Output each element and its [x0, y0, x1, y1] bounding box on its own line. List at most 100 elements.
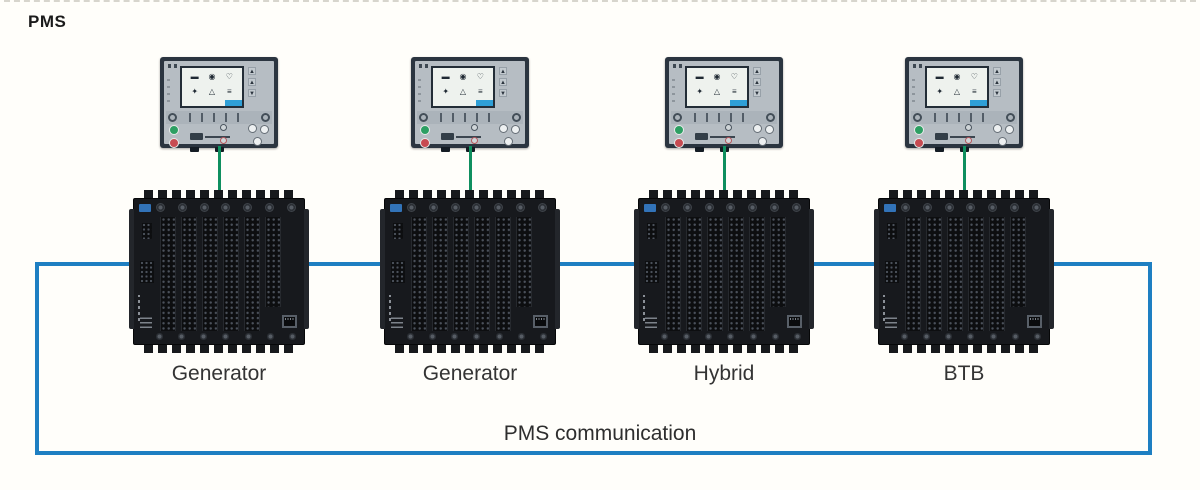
engine-icon: ▬: [441, 72, 450, 82]
io-module-slot: [181, 217, 197, 331]
io-module-slot: [968, 217, 984, 331]
display-link-cable: [217, 146, 221, 190]
mini-button-gray: [725, 124, 732, 131]
display-faceplate: ▬ ◉ ♡ ✦ △ ≡ ▲ ▲ ▼: [669, 61, 779, 148]
diagram-title: PMS: [28, 12, 67, 31]
alarm-icon: △: [953, 86, 961, 96]
terminal-teeth-top: [649, 190, 799, 198]
screw-terminal-row-top: [901, 203, 1041, 212]
screw-terminal-row-bottom: [661, 333, 801, 340]
mode-button-1: [248, 124, 257, 133]
generator-icon: ◉: [953, 72, 961, 82]
mode-button-3: [758, 137, 767, 146]
screen-selection-highlight: [476, 100, 493, 106]
io-module-slot: [926, 217, 942, 331]
status-led-icons: [673, 64, 685, 68]
pin-connector-block: [885, 261, 899, 283]
terminal-teeth-top: [144, 190, 294, 198]
display-screen: ▬ ◉ ♡ ✦ △ ≡: [180, 66, 244, 108]
screw-terminal-row-bottom: [407, 333, 547, 340]
menu-icon: ≡: [477, 86, 483, 96]
pin-connector-block: [645, 261, 659, 283]
pin-connector-block: [647, 223, 657, 239]
up-arrow-icon: ▲: [499, 78, 507, 86]
deif-badge: [644, 204, 656, 212]
down-arrow-icon: ▼: [993, 89, 1001, 97]
menu-icon: ≡: [971, 86, 977, 96]
stop-button: [420, 138, 430, 148]
mini-button-gray: [471, 124, 478, 131]
status-led-icons: [419, 64, 431, 68]
brand-logo: [935, 133, 948, 140]
screw-terminal-row-bottom: [156, 333, 296, 340]
screen-icon-grid: ▬ ◉ ♡ ✦ △ ≡: [437, 70, 489, 99]
io-module-slot: [707, 217, 723, 331]
screen-icon-grid: ▬ ◉ ♡ ✦ △ ≡: [186, 70, 238, 99]
rear-connector: [190, 147, 199, 152]
menu-icon: ≡: [731, 86, 737, 96]
lamp-icon: ♡: [476, 72, 484, 82]
unit-hybrid: ▬ ◉ ♡ ✦ △ ≡ ▲ ▲ ▼: [634, 57, 814, 386]
ethernet-port: [282, 315, 297, 328]
terminal-teeth-bottom: [395, 345, 545, 353]
io-module-slot: [265, 217, 281, 307]
function-keys: [929, 113, 989, 122]
mode-button-2: [1005, 125, 1014, 134]
rear-connector: [935, 147, 944, 152]
menu-ring-button: [168, 113, 177, 122]
io-module-slot: [453, 217, 469, 331]
busbar-icon: ✦: [696, 86, 704, 96]
lamp-icon: ♡: [730, 72, 738, 82]
left-tick-strip: [418, 74, 421, 102]
io-module-slot: [495, 217, 511, 331]
vertical-product-text: [883, 295, 885, 321]
up-arrow-icon: ▲: [993, 78, 1001, 86]
vertical-product-text: [643, 295, 645, 321]
dashed-top-border: [4, 0, 1196, 2]
mini-button-red: [471, 137, 478, 144]
start-button: [420, 125, 430, 135]
pms-bus-label: PMS communication: [503, 422, 697, 445]
screen-icon-grid: ▬ ◉ ♡ ✦ △ ≡: [931, 70, 983, 99]
pms-bus-line-left: [35, 262, 39, 455]
rear-connector: [441, 147, 450, 152]
status-led-icons: [168, 64, 180, 68]
io-module-slot: [665, 217, 681, 331]
ethernet-port: [787, 315, 802, 328]
control-display-panel: ▬ ◉ ♡ ✦ △ ≡ ▲ ▲ ▼: [665, 57, 783, 152]
rack-controller: [380, 190, 560, 353]
terminal-teeth-top: [889, 190, 1039, 198]
busbar-icon: ✦: [191, 86, 199, 96]
info-ring-button: [766, 113, 775, 122]
menu-icon: ≡: [226, 86, 232, 96]
start-button: [169, 125, 179, 135]
control-display-panel: ▬ ◉ ♡ ✦ △ ≡ ▲ ▲ ▼: [411, 57, 529, 152]
screw-terminal-row-top: [407, 203, 547, 212]
unit-label: Generator: [171, 362, 267, 385]
left-tick-strip: [912, 74, 915, 102]
screen-selection-highlight: [970, 100, 987, 106]
screen-selection-highlight: [730, 100, 747, 106]
display-link-cable: [722, 146, 726, 190]
io-module-slot: [1010, 217, 1026, 307]
down-arrow-icon: ▼: [248, 89, 256, 97]
io-module-slot: [474, 217, 490, 331]
terminal-teeth-bottom: [144, 345, 294, 353]
mini-button-red: [725, 137, 732, 144]
stop-button: [169, 138, 179, 148]
down-arrow-icon: ▼: [499, 89, 507, 97]
mode-button-3: [998, 137, 1007, 146]
mode-button-2: [511, 125, 520, 134]
engine-icon: ▬: [695, 72, 704, 82]
engine-icon: ▬: [935, 72, 944, 82]
display-link-cable: [468, 146, 472, 190]
alarm-icon: △: [459, 86, 467, 96]
function-key-strip: [911, 111, 1017, 124]
io-module-slot: [686, 217, 702, 331]
io-module-slot: [728, 217, 744, 331]
left-tick-strip: [672, 74, 675, 102]
label-print-marks: [391, 316, 403, 328]
mode-button-3: [253, 137, 262, 146]
ethernet-port: [533, 315, 548, 328]
up-arrow-icon: ▲: [248, 67, 256, 75]
